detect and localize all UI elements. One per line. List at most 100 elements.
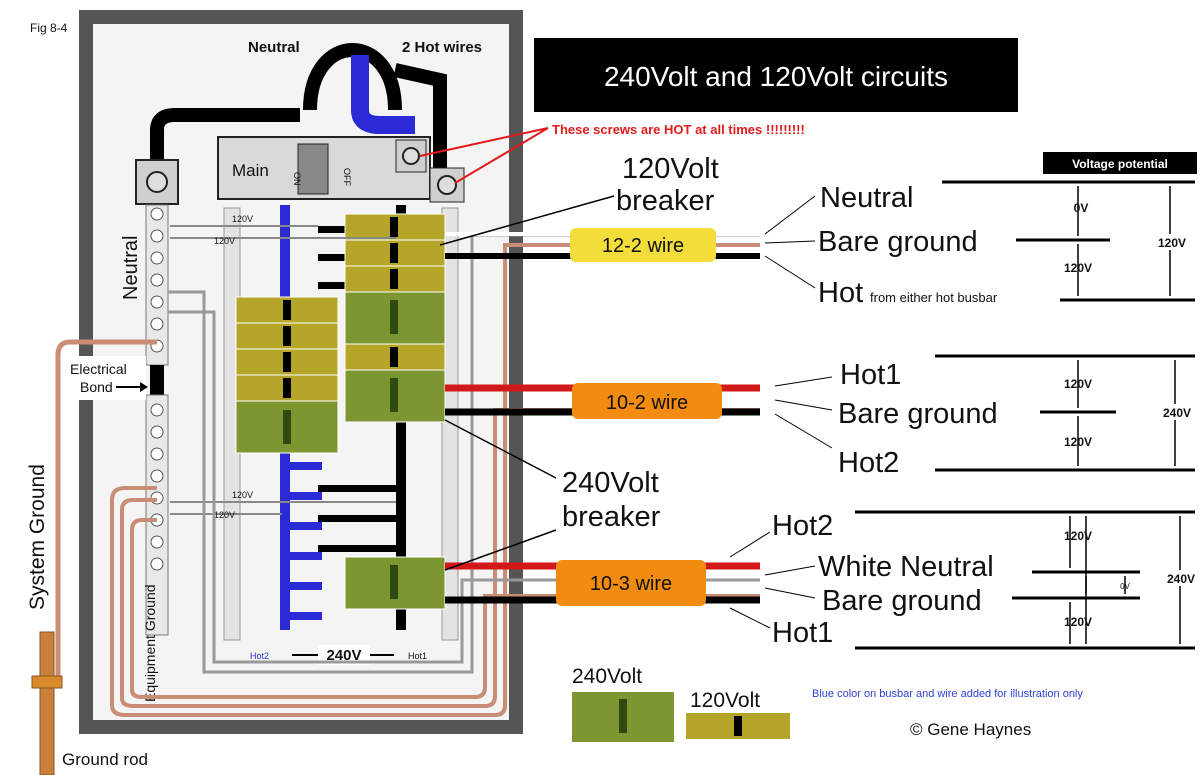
v12-2-total: 120V: [1158, 236, 1186, 250]
leader-12-2-neutral: [764, 195, 816, 235]
main-off-label: OFF: [342, 168, 352, 186]
leader-10-3-ground: [764, 587, 816, 599]
ground-rod-clamp: [31, 675, 63, 689]
v12-2-total-bg: [1153, 234, 1189, 250]
bus-240v-label: 240V: [326, 647, 361, 664]
v10-2-total-bg: [1158, 404, 1194, 420]
neutral-service-wire: [351, 55, 415, 134]
system-ground-label: System Ground: [26, 464, 49, 610]
v10-3-mid: 0V: [1120, 582, 1130, 591]
legend-240-label: 240Volt: [572, 665, 642, 688]
main-on-label: ON: [292, 172, 302, 186]
cable-10-2-name: 10-2 wire: [606, 392, 688, 414]
voltage-header-box: [1043, 152, 1197, 174]
wire-12-2-neutral: Neutral: [820, 182, 914, 214]
v10-2-total: 240V: [1163, 406, 1191, 420]
breaker-120-leader: [439, 195, 615, 246]
measure-120v-3: 120V: [232, 490, 253, 500]
v10-2-lines: [935, 354, 1195, 472]
measure-120v-4: 120V: [214, 510, 235, 520]
wire-12-2-hot: Hot: [818, 277, 863, 309]
breaker-240-leader-1: [444, 419, 557, 479]
wire-10-3-hot1: Hot1: [772, 617, 833, 649]
cable-10-3-jacket: [556, 560, 706, 606]
bond-arrowhead-icon: [140, 382, 148, 392]
leader-10-2-hot2: [774, 413, 833, 449]
bond-label-bg: [66, 356, 146, 400]
bond-label-line1: Electrical: [70, 361, 127, 377]
footnote: Blue color on busbar and wire added for …: [812, 688, 1083, 700]
blue-bus-stabs: [280, 462, 322, 620]
service-loop-wire: [303, 43, 402, 111]
hot1-bus-label: Hot1: [408, 651, 427, 661]
v10-3-top: 120V: [1064, 529, 1092, 543]
wire-10-2-hot1: Hot1: [840, 359, 901, 391]
v10-3-total-bg: [1163, 570, 1199, 586]
breaker-column-right: [344, 213, 446, 610]
wire-12-2-ground: Bare ground: [818, 226, 978, 258]
title-box: [534, 38, 1018, 112]
hot-screws-note: These screws are HOT at all times !!!!!!…: [552, 122, 805, 137]
voltage-header: Voltage potential: [1072, 157, 1168, 171]
legend-120-handle: [734, 716, 742, 736]
leader-10-2-ground: [774, 399, 833, 411]
breaker-column-left: [235, 296, 339, 454]
leader-10-3-hot1: [729, 607, 771, 629]
main-breaker-label: Main: [232, 161, 269, 180]
wire-10-2-ground: Bare ground: [838, 398, 998, 430]
hot-screw-right-icon: [437, 175, 457, 195]
v12-2-top: 0V: [1074, 201, 1089, 215]
leader-10-3-neutral: [764, 565, 816, 576]
neutral-lug-screw-icon: [146, 171, 168, 193]
leader-12-2-hot: [764, 255, 816, 289]
bond-label-line2: Bond: [80, 379, 113, 395]
wire-10-2-hot2: Hot2: [838, 447, 899, 479]
v10-2-top: 120V: [1064, 377, 1092, 391]
figure-label: Fig 8-4: [30, 21, 68, 35]
bus-240v-bg: [318, 645, 370, 665]
ground-rod: [39, 631, 55, 775]
wire-10-3-neutral: White Neutral: [818, 551, 994, 583]
legend-240-handle: [619, 699, 627, 733]
neutral-bar-label: Neutral: [120, 236, 142, 300]
breaker-240-leader-2: [444, 529, 557, 571]
ground-wire-loops: [110, 243, 760, 717]
wire-10-3-ground: Bare ground: [822, 585, 982, 617]
v10-3-total: 240V: [1167, 572, 1195, 586]
breaker-120-callout-line2: breaker: [616, 185, 715, 217]
breaker-240-callout-line1: 240Volt: [562, 467, 659, 499]
hot-note-arrow-1: [419, 127, 549, 157]
cable-10-2-jacket: [572, 383, 722, 419]
leader-10-3-hot2: [729, 531, 771, 558]
service-neutral-label: Neutral: [248, 39, 300, 56]
hot-note-arrow-2: [454, 127, 549, 184]
hot-feed-wire: [393, 63, 447, 168]
measure-120v-1: 120V: [232, 214, 253, 224]
leader-10-2-hot1: [774, 376, 833, 387]
cable-12-2-name: 12-2 wire: [602, 235, 684, 257]
cable-10-3-name: 10-3 wire: [590, 573, 672, 595]
legend-120-label: 120Volt: [690, 689, 760, 712]
electrical-bond-strap: [150, 365, 164, 395]
v12-2-lines: [942, 180, 1195, 302]
wire-10-3-hot2: Hot2: [772, 510, 833, 542]
measure-120v-2: 120V: [214, 236, 235, 246]
neutral-feed-wire: [150, 108, 300, 168]
v10-2-bottom: 120V: [1064, 435, 1092, 449]
equipment-ground-label: Equipment Ground: [142, 584, 158, 702]
v10-3-bottom: 120V: [1064, 615, 1092, 629]
system-ground-wire: [55, 339, 157, 680]
wire-12-2-hot-note: from either hot busbar: [870, 290, 998, 305]
hot2-bus-label: Hot2: [250, 651, 269, 661]
leader-12-2-ground: [764, 240, 816, 244]
v12-2-bottom: 120V: [1064, 261, 1092, 275]
copyright: © Gene Haynes: [910, 720, 1031, 739]
internal-120v-arrows: [170, 225, 396, 515]
ground-rod-label: Ground rod: [62, 750, 148, 769]
breaker-120-callout-line1: 120Volt: [622, 153, 719, 185]
title: 240Volt and 120Volt circuits: [604, 61, 948, 92]
breaker-240-callout-line2: breaker: [562, 501, 661, 533]
service-hot-wires-label: 2 Hot wires: [402, 39, 482, 56]
